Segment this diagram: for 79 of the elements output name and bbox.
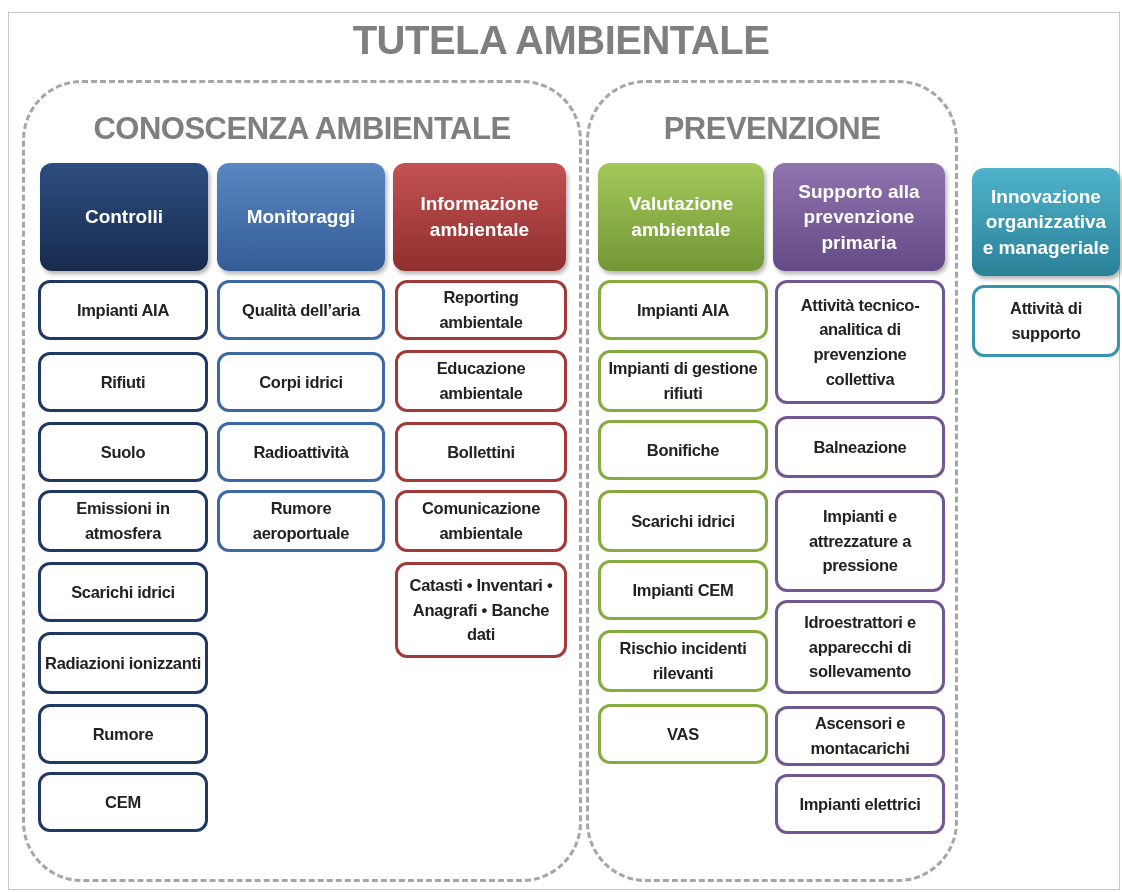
activity-box	[38, 280, 208, 340]
category-box	[972, 168, 1120, 276]
activity-box	[598, 560, 768, 620]
activity-box	[38, 562, 208, 622]
activity-label: VAS	[667, 723, 699, 745]
activity-box	[775, 490, 945, 592]
activity-label: Impianti e attrezzature a pressione	[807, 505, 913, 577]
category-box	[217, 163, 385, 271]
activity-box	[395, 422, 567, 482]
activity-label: Qualità dell’aria	[242, 299, 360, 321]
diagram-title: TUTELA AMBIENTALE	[351, 18, 771, 63]
activity-label: Rumore	[92, 723, 154, 745]
activity-label: Impianti elettrici	[799, 793, 921, 815]
activity-label: Rumore aeroportuale	[251, 498, 351, 544]
category-box	[773, 163, 945, 271]
category-title: Informazione ambientale	[419, 192, 540, 242]
activity-label: Bonifiche	[646, 439, 720, 461]
activity-label: Rischio incidenti rilevanti	[618, 638, 748, 684]
category-title: Innovazione organizzativa e manageriale	[981, 184, 1111, 260]
activity-label: Impianti di gestione rifiuti	[607, 358, 759, 404]
activity-label: Scarichi idrici	[631, 510, 735, 532]
activity-box	[972, 285, 1120, 357]
activity-label: Corpi idrici	[259, 371, 343, 393]
activity-box	[217, 280, 385, 340]
activity-label: Catasti • Inventari • Anagrafi • Banche dati	[408, 574, 554, 646]
activity-label: Attività di supporto	[1009, 298, 1083, 344]
activity-label: Impianti AIA	[636, 299, 729, 321]
activity-box	[598, 280, 768, 340]
activity-box	[38, 352, 208, 412]
activity-label: Educazione ambientale	[435, 358, 527, 404]
activity-box	[598, 630, 768, 692]
activity-box	[598, 490, 768, 552]
category-box	[598, 163, 764, 271]
activity-box	[775, 280, 945, 404]
category-box	[40, 163, 208, 271]
category-box	[393, 163, 566, 271]
activity-label: Idroestrattori e apparecchi di sollevamento	[803, 611, 917, 683]
group-panel	[22, 80, 582, 882]
activity-box	[395, 350, 567, 412]
group-title: PREVENZIONE	[662, 111, 882, 147]
activity-box	[38, 632, 208, 694]
activity-box	[775, 600, 945, 694]
activity-label: Rifiuti	[100, 371, 146, 393]
activity-box	[598, 420, 768, 480]
activity-box	[775, 706, 945, 766]
activity-box	[395, 562, 567, 658]
activity-label: Impianti CEM	[632, 579, 734, 601]
activity-label: Suolo	[100, 441, 146, 463]
activity-box	[598, 350, 768, 412]
activity-label: Bollettini	[447, 441, 515, 463]
activity-label: Radioattività	[253, 441, 349, 463]
category-title: Monitoraggi	[246, 205, 356, 230]
activity-box	[38, 490, 208, 552]
activity-box	[775, 416, 945, 478]
activity-box	[217, 490, 385, 552]
activity-label: Radiazioni ionizzanti	[45, 652, 201, 674]
group-title: CONOSCENZA AMBIENTALE	[92, 111, 512, 147]
activity-label: Comunicazione ambientale	[421, 498, 541, 544]
category-title: Controlli	[84, 205, 164, 230]
activity-box	[217, 422, 385, 482]
activity-box	[217, 352, 385, 412]
activity-box	[38, 422, 208, 482]
category-title: Supporto alla prevenzione primaria	[797, 179, 921, 255]
activity-label: Scarichi idrici	[71, 581, 175, 603]
activity-label: Reporting ambientale	[438, 287, 524, 333]
activity-box	[38, 704, 208, 764]
activity-label: Emissioni in atmosfera	[75, 498, 171, 544]
activity-label: Ascensori e montacarichi	[809, 713, 911, 759]
activity-label: Impianti AIA	[76, 299, 169, 321]
group-panel	[586, 80, 958, 882]
activity-label: Balneazione	[813, 436, 907, 458]
activity-box	[395, 280, 567, 340]
activity-label: CEM	[105, 791, 141, 813]
activity-box	[395, 490, 567, 552]
activity-box	[598, 704, 768, 764]
activity-box	[38, 772, 208, 832]
category-title: Valutazione ambientale	[627, 192, 735, 242]
activity-label: Attività tecnico-analitica di prevenzione collettiva	[799, 294, 921, 390]
activity-box	[775, 774, 945, 834]
